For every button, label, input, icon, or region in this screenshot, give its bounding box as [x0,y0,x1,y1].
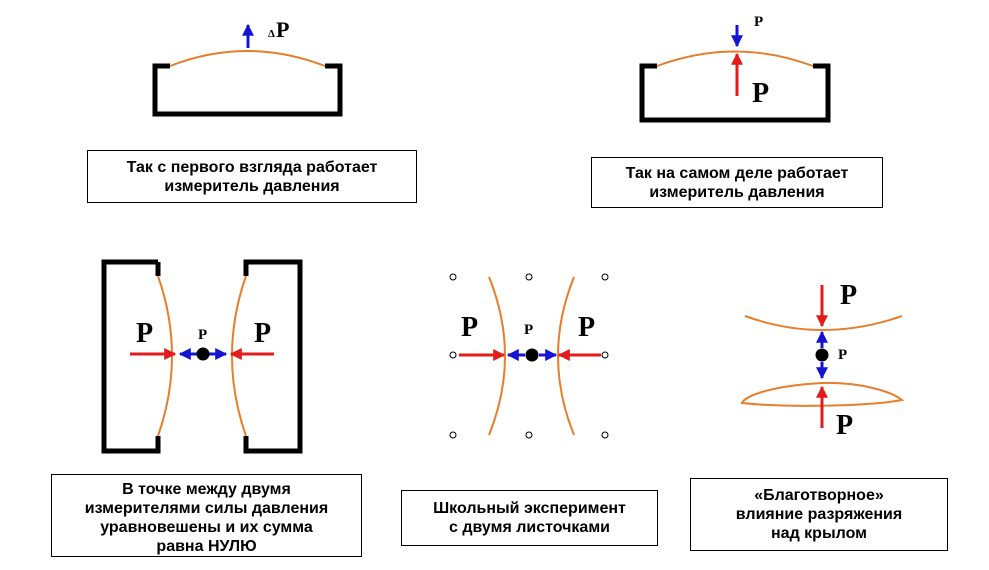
gauge-frame [639,63,831,123]
label-p-left: P [136,318,153,349]
membrane [656,50,814,67]
label-p-bottom: P [836,410,853,441]
caption-bottom-right: «Благотворное» влияние разряжения над кр… [690,478,948,551]
left-membrane [157,275,173,437]
label-p-small: P [838,347,847,363]
label-p-small: P [754,14,763,30]
caption-bottom-left: В точке между двумя измерителями силы да… [51,474,362,557]
label-p: P [276,17,289,42]
caption-top-left: Так с первого взгляда работает измерител… [87,150,417,203]
caption-text: «Благотворное» влияние разряжения над кр… [735,487,903,542]
label-p-left: P [461,312,478,343]
caption-top-right: Так на самом деле работает измеритель да… [591,157,883,208]
label-p-right: P [254,318,271,349]
label-p-small: P [198,327,207,343]
two-sheets-panel: P P P [449,273,609,439]
wing-panel: P P P [740,280,905,441]
gauge-naive-panel: Δ P [152,17,343,117]
wing-profile [740,381,905,407]
caption-bottom-center: Школьный эксперимент с двумя листочками [401,490,658,546]
center-point [196,347,210,361]
left-gauge-frame [101,259,161,454]
gauge-frame [152,63,343,117]
membrane [169,50,326,67]
delta-symbol: Δ [268,28,275,40]
caption-text: Так с первого взгляда работает измерител… [126,158,378,195]
caption-text: В точке между двумя измерителями силы да… [84,481,329,555]
two-gauges-panel: P P P [101,259,303,454]
selection-handles [449,273,609,439]
label-p-small: P [524,322,533,338]
label-p: P [752,78,769,109]
caption-text: Школьный эксперимент с двумя листочками [433,500,626,536]
label-p-top: P [840,280,857,311]
label-p-right: P [578,312,595,343]
upper-surface [744,315,903,331]
right-gauge-frame [243,259,303,454]
center-point [815,348,829,362]
caption-text: Так на самом деле работает измеритель да… [625,164,849,201]
gauge-real-panel: P P [639,14,831,123]
center-point [525,348,539,362]
right-membrane [231,275,247,437]
